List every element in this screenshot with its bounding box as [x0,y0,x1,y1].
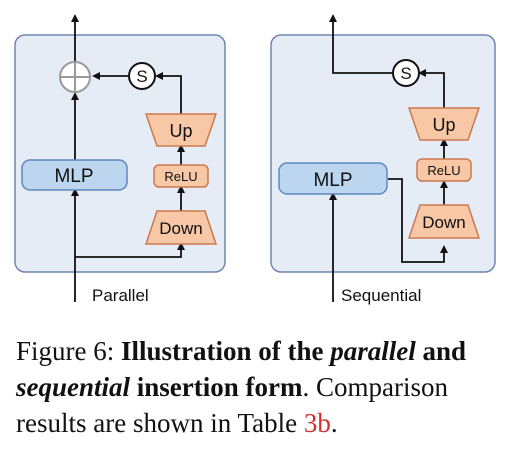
caption-italic-2: sequential [16,372,131,402]
parallel-up-block: Up [144,113,218,147]
parallel-mlp-block: MLP [21,159,128,191]
parallel-down-block: Down [144,210,218,245]
parallel-relu-block: ReLU [153,164,209,188]
caption-italic-1: parallel [330,336,416,366]
sequential-connectors [329,14,448,302]
parallel-connectors [71,14,185,302]
caption-rest: . Comparison results are shown in Table [16,372,448,438]
sequential-mlp-block: MLP [278,162,388,195]
sequential-scale-node: S [392,59,420,87]
parallel-scale-node: S [128,62,156,90]
caption-bold-1: Illustration of the [121,336,324,366]
figure-caption: Figure 6: Illustration of the parallel a… [16,333,508,441]
sequential-panel: S MLP Up ReLU Down Sequential [270,14,496,305]
adapter-insertion-diagram: S MLP Up ReLU Down Parallel [14,14,496,305]
parallel-mlp-label: MLP [54,166,93,187]
sequential-relu-block: ReLU [416,158,472,182]
caption-figure-label: Figure 6: [16,336,115,366]
parallel-down-label: Down [159,219,202,238]
sequential-relu-label: ReLU [427,163,460,178]
caption-bold-2: and [422,336,467,366]
parallel-scale-label: S [136,67,147,86]
sequential-scale-label: S [400,64,411,83]
parallel-add-node [59,61,91,93]
sequential-down-label: Down [422,213,465,232]
sequential-up-label: Up [432,115,455,135]
sequential-panel-label: Sequential [341,286,421,305]
sequential-down-block: Down [407,204,481,239]
parallel-panel-label: Parallel [92,286,149,305]
sequential-up-block: Up [407,107,481,141]
caption-end: . [330,408,338,438]
parallel-relu-label: ReLU [164,169,197,184]
parallel-panel: S MLP Up ReLU Down Parallel [14,14,226,305]
caption-bold-3: insertion form [136,372,303,402]
parallel-up-label: Up [169,121,192,141]
sequential-mlp-label: MLP [313,170,352,191]
caption-table-link[interactable]: 3b [303,408,331,438]
